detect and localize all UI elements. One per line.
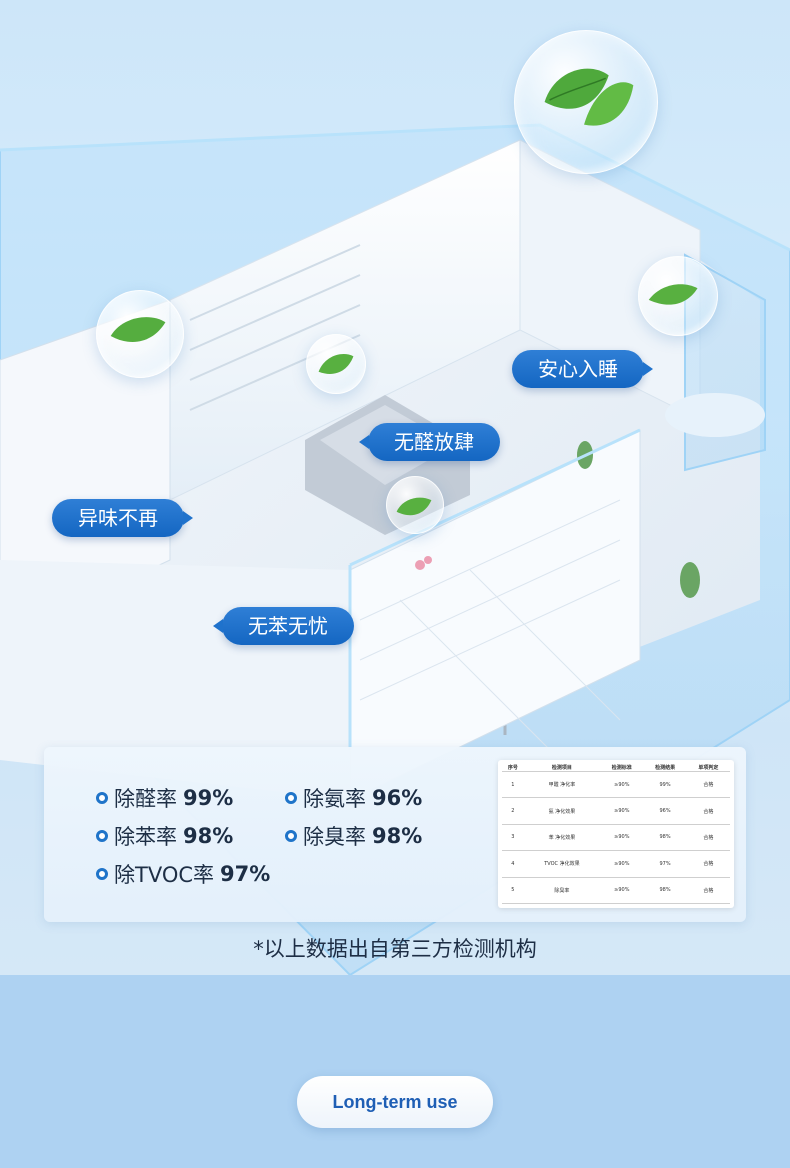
leaf-bubble-right — [638, 256, 718, 336]
leaf-icon — [648, 284, 698, 305]
bullet-ring-icon — [285, 792, 297, 804]
leaf-bubble-center — [306, 334, 366, 394]
long-term-use-button[interactable]: Long-term use — [297, 1076, 493, 1128]
report-header-row: 序号 检测项目 检测标准 检测结果 单项判定 — [502, 764, 730, 772]
bullet-ring-icon — [96, 792, 108, 804]
tag-formaldehyde: 无醛放肆 — [359, 423, 500, 461]
tag-benzene: 无苯无忧 — [213, 607, 354, 645]
leaf-bubble-left — [96, 290, 184, 378]
leaf-icon — [110, 317, 166, 342]
leaf-bubble-sofa — [386, 476, 444, 534]
tag-sleep: 安心入睡 — [512, 350, 653, 388]
bullet-ring-icon — [96, 868, 108, 880]
tag-odor: 异味不再 — [52, 499, 193, 537]
leaf-icon — [318, 354, 354, 374]
leaf-bubble-large — [514, 30, 658, 174]
leaf-icon — [544, 68, 634, 126]
leaf-icon — [396, 497, 432, 516]
source-note: *以上数据出自第三方检测机构 — [253, 937, 537, 961]
bullet-ring-icon — [285, 830, 297, 842]
bullet-ring-icon — [96, 830, 108, 842]
